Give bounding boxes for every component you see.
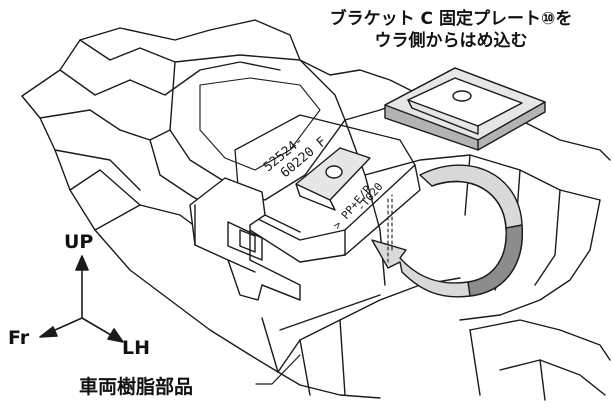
instruction-callout: ブラケット C 固定プレート⑩を ウラ側からはめ込む [292, 8, 610, 52]
axis-lh-label: LH [122, 337, 151, 359]
latch-clip [189, 177, 301, 301]
insertion-arrow [371, 164, 523, 298]
axis-up-label: UP [64, 231, 94, 253]
callout-line-1: ブラケット C 固定プレート⑩を [329, 9, 573, 29]
axis-lh-arrowhead [107, 328, 124, 343]
axis-front-label: Fr [8, 327, 30, 349]
axis-up-arrowhead [75, 255, 89, 271]
resin-part-label: 車両樹脂部品 [79, 376, 194, 398]
resin-body [21, 19, 461, 399]
part-leader-line [255, 354, 301, 385]
plate-slot [295, 147, 371, 211]
fixing-plate-10 [384, 67, 546, 151]
callout-line-2: ウラ側からはめ込む [374, 31, 528, 51]
axis-front-arrowhead [39, 326, 58, 338]
orientation-axes [39, 255, 124, 343]
